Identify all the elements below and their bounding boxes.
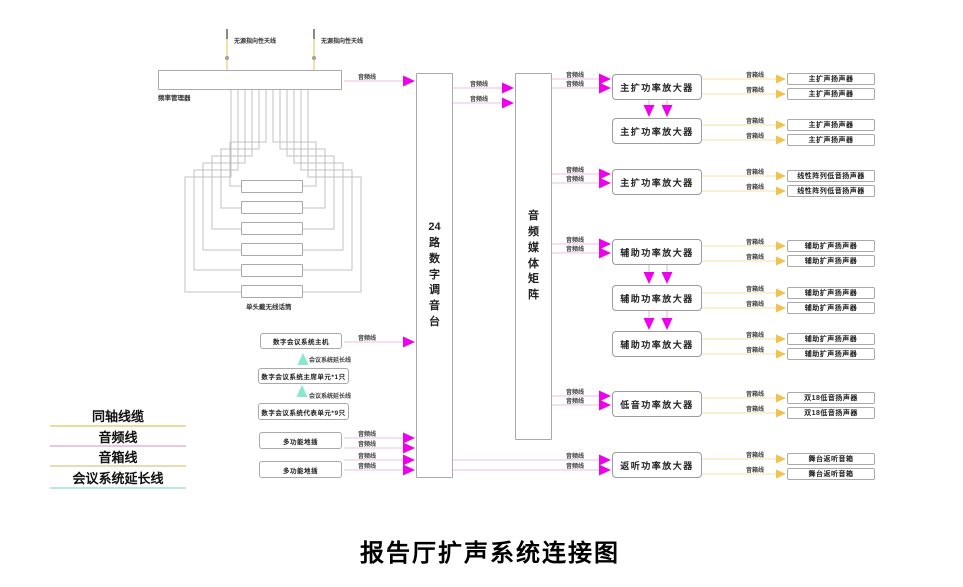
conf-ext-label: 会议系统延长线 [309, 394, 352, 400]
cable-label: 音箱线 [746, 134, 765, 140]
cable-label: 音箱线 [746, 170, 765, 176]
speaker-box: 舞台返听音箱 [787, 468, 875, 480]
speaker-box: 主扩声扬声器 [787, 73, 875, 85]
cable-label: 音频线 [566, 464, 585, 470]
cable-label: 音箱线 [746, 73, 765, 79]
cable-label: 音箱线 [746, 407, 765, 413]
conference-host-box: 数字会议系统主机 [260, 333, 342, 349]
cable-label: 音频线 [566, 247, 585, 253]
legend-item-conf-ext: 会议系统延长线 [72, 471, 164, 486]
amp-aux-2: 辅助功率放大器 [612, 285, 702, 311]
cable-label: 音箱线 [746, 185, 765, 191]
cable-label: 音频线 [358, 454, 377, 460]
speaker-box: 辅助扩声扬声器 [787, 302, 875, 314]
speaker-box: 主扩声扬声器 [787, 88, 875, 100]
cable-label: 音频线 [358, 464, 377, 470]
speaker-box: 双18低音扬声器 [787, 392, 875, 404]
cable-label: 音频线 [566, 399, 585, 405]
page-title: 报告厅扩声系统连接图 [360, 540, 620, 567]
speaker-box: 线性阵列低音扬声器 [787, 170, 875, 182]
mic-receiver-box [241, 243, 303, 256]
legend-line-conf-ext [50, 487, 186, 489]
speaker-box: 舞台返听音箱 [787, 453, 875, 465]
cable-label: 音箱线 [746, 453, 765, 459]
amp-main-3: 主扩功率放大器 [612, 169, 702, 195]
floor-socket-box: 多功能地插 [259, 432, 342, 449]
frequency-manager-box [158, 70, 342, 90]
frequency-manager-label: 频率管理器 [158, 95, 191, 102]
legend-item-coax: 同轴线缆 [91, 409, 144, 424]
cable-label: 音频线 [470, 97, 489, 103]
antenna-label-left: 无源指向性天线 [234, 39, 277, 45]
cable-label: 音频线 [566, 82, 585, 88]
cable-label: 音频线 [358, 336, 377, 342]
cable-label: 音频线 [566, 177, 585, 183]
cable-label: 音频线 [358, 442, 377, 448]
amp-aux-1: 辅助功率放大器 [612, 239, 702, 265]
mic-receiver-box [241, 222, 303, 235]
cable-label: 音箱线 [746, 468, 765, 474]
speaker-box: 线性阵列低音扬声器 [787, 185, 875, 197]
cable-label: 音频线 [566, 390, 585, 396]
floor-socket-box: 多功能地插 [259, 461, 342, 478]
mixer-label: 24路数字调音台 [428, 220, 441, 329]
cable-label: 音箱线 [746, 119, 765, 125]
cable-label: 音箱线 [746, 333, 765, 339]
cable-label: 音箱线 [746, 348, 765, 354]
speaker-box: 辅助扩声扬声器 [787, 348, 875, 360]
speaker-box: 辅助扩声扬声器 [787, 240, 875, 252]
legend-item-audio: 音频线 [98, 430, 138, 445]
cable-label: 音频线 [566, 73, 585, 79]
speaker-box: 辅助扩声扬声器 [787, 333, 875, 345]
legend-line-coax [50, 425, 186, 427]
conf-ext-label: 会议系统延长线 [309, 358, 352, 364]
chairman-unit-box: 数字会议系统主席单元*1只 [258, 368, 349, 384]
amp-bass: 低音功率放大器 [612, 391, 702, 417]
speaker-box: 主扩声扬声器 [787, 119, 875, 131]
mic-receiver-box [241, 285, 303, 298]
matrix-label: 音频媒体矩阵 [528, 209, 539, 302]
cable-label: 音箱线 [746, 240, 765, 246]
mic-receiver-box [241, 264, 303, 277]
cable-label: 音频线 [566, 168, 585, 174]
cable-label: 音箱线 [746, 287, 765, 293]
cable-label: 音箱线 [746, 255, 765, 261]
cable-label: 音频线 [566, 238, 585, 244]
amp-aux-3: 辅助功率放大器 [612, 331, 702, 357]
speaker-box: 辅助扩声扬声器 [787, 287, 875, 299]
amp-main-2: 主扩功率放大器 [612, 118, 702, 144]
speaker-box: 双18低音扬声器 [787, 407, 875, 419]
cable-label: 音频线 [566, 454, 585, 460]
mic-receiver-box [241, 201, 303, 214]
mic-receiver-box [241, 180, 303, 193]
amp-monitor: 返听功率放大器 [612, 452, 702, 478]
amp-main-1: 主扩功率放大器 [612, 74, 702, 100]
cable-label: 音箱线 [746, 88, 765, 94]
cable-label: 音箱线 [746, 392, 765, 398]
legend-line-audio [50, 445, 186, 447]
wireless-mic-label: 单头戴无线话筒 [246, 304, 292, 311]
cable-label: 音箱线 [746, 302, 765, 308]
matrix-box: 音频媒体矩阵 [515, 73, 552, 440]
legend-item-speaker: 音箱线 [98, 450, 138, 465]
cable-label: 音频线 [470, 82, 489, 88]
speaker-box: 辅助扩声扬声器 [787, 255, 875, 267]
speaker-box: 主扩声扬声器 [787, 134, 875, 146]
cable-label: 音频线 [358, 75, 377, 81]
delegate-unit-box: 数字会议系统代表单元*9只 [258, 403, 349, 420]
mixer-box: 24路数字调音台 [416, 73, 453, 478]
cable-label: 音频线 [358, 432, 377, 438]
legend-line-speaker [50, 465, 186, 467]
antenna-label-right: 无源指向性天线 [321, 39, 364, 45]
